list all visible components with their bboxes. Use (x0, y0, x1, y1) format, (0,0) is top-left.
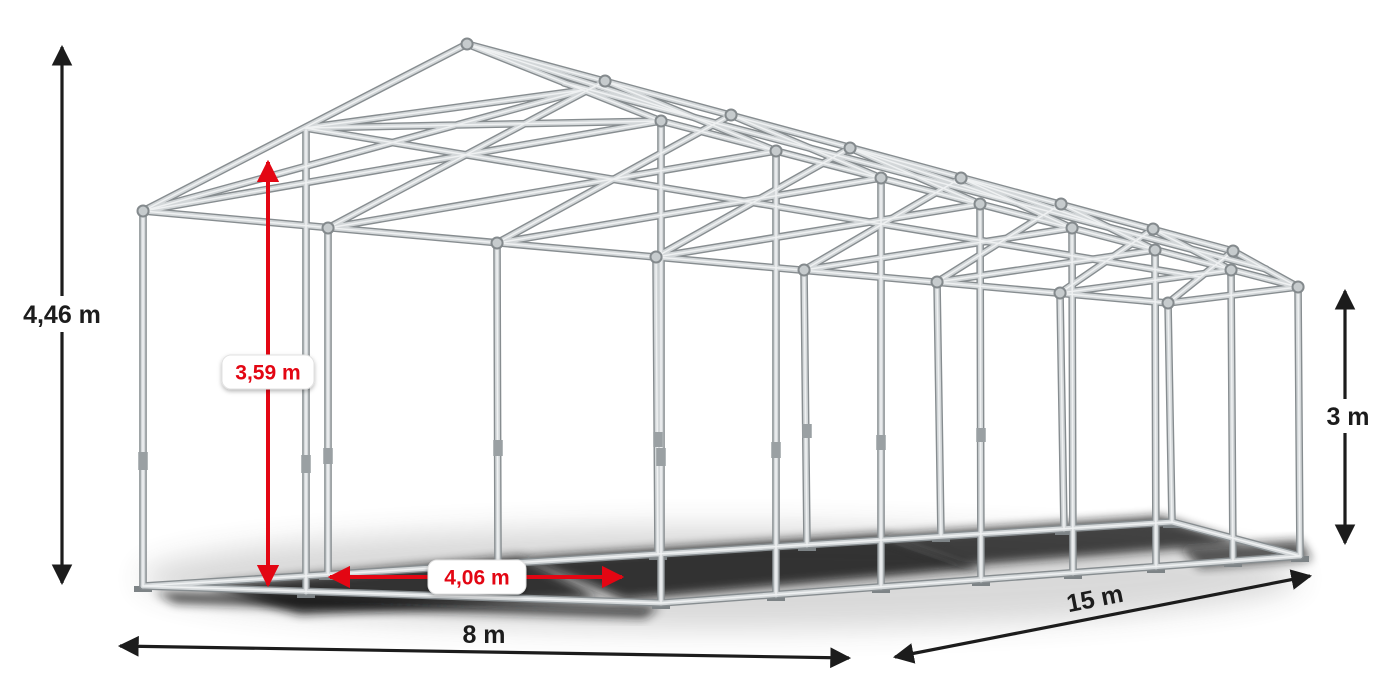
entrance-width-label: 4,06 m (444, 567, 509, 590)
dimension-entrance-height: 3,59 m (221, 159, 315, 588)
shadow-shape (520, 534, 985, 600)
dimension-entrance-width: 4,06 m (327, 559, 625, 595)
side-height-label: 3 m (1326, 403, 1369, 431)
dimension-total-height: 4,46 m (12, 44, 112, 586)
front-width-arrow (117, 635, 852, 669)
dimension-front-width: 8 m (117, 621, 852, 669)
total-height-mask (12, 296, 112, 332)
side-height-mask (1315, 399, 1377, 433)
shadow-shape (155, 592, 660, 618)
dimension-side-height: 3 m (1315, 288, 1377, 546)
post-collars (138, 424, 986, 473)
entrance-height-chip (221, 354, 315, 390)
front-width-label: 8 m (462, 621, 505, 649)
total-height-label: 4,46 m (23, 301, 101, 329)
entrance-width-chip (427, 559, 527, 595)
entrance-height-label: 3,59 m (235, 362, 300, 385)
length-arrow (892, 569, 1313, 664)
